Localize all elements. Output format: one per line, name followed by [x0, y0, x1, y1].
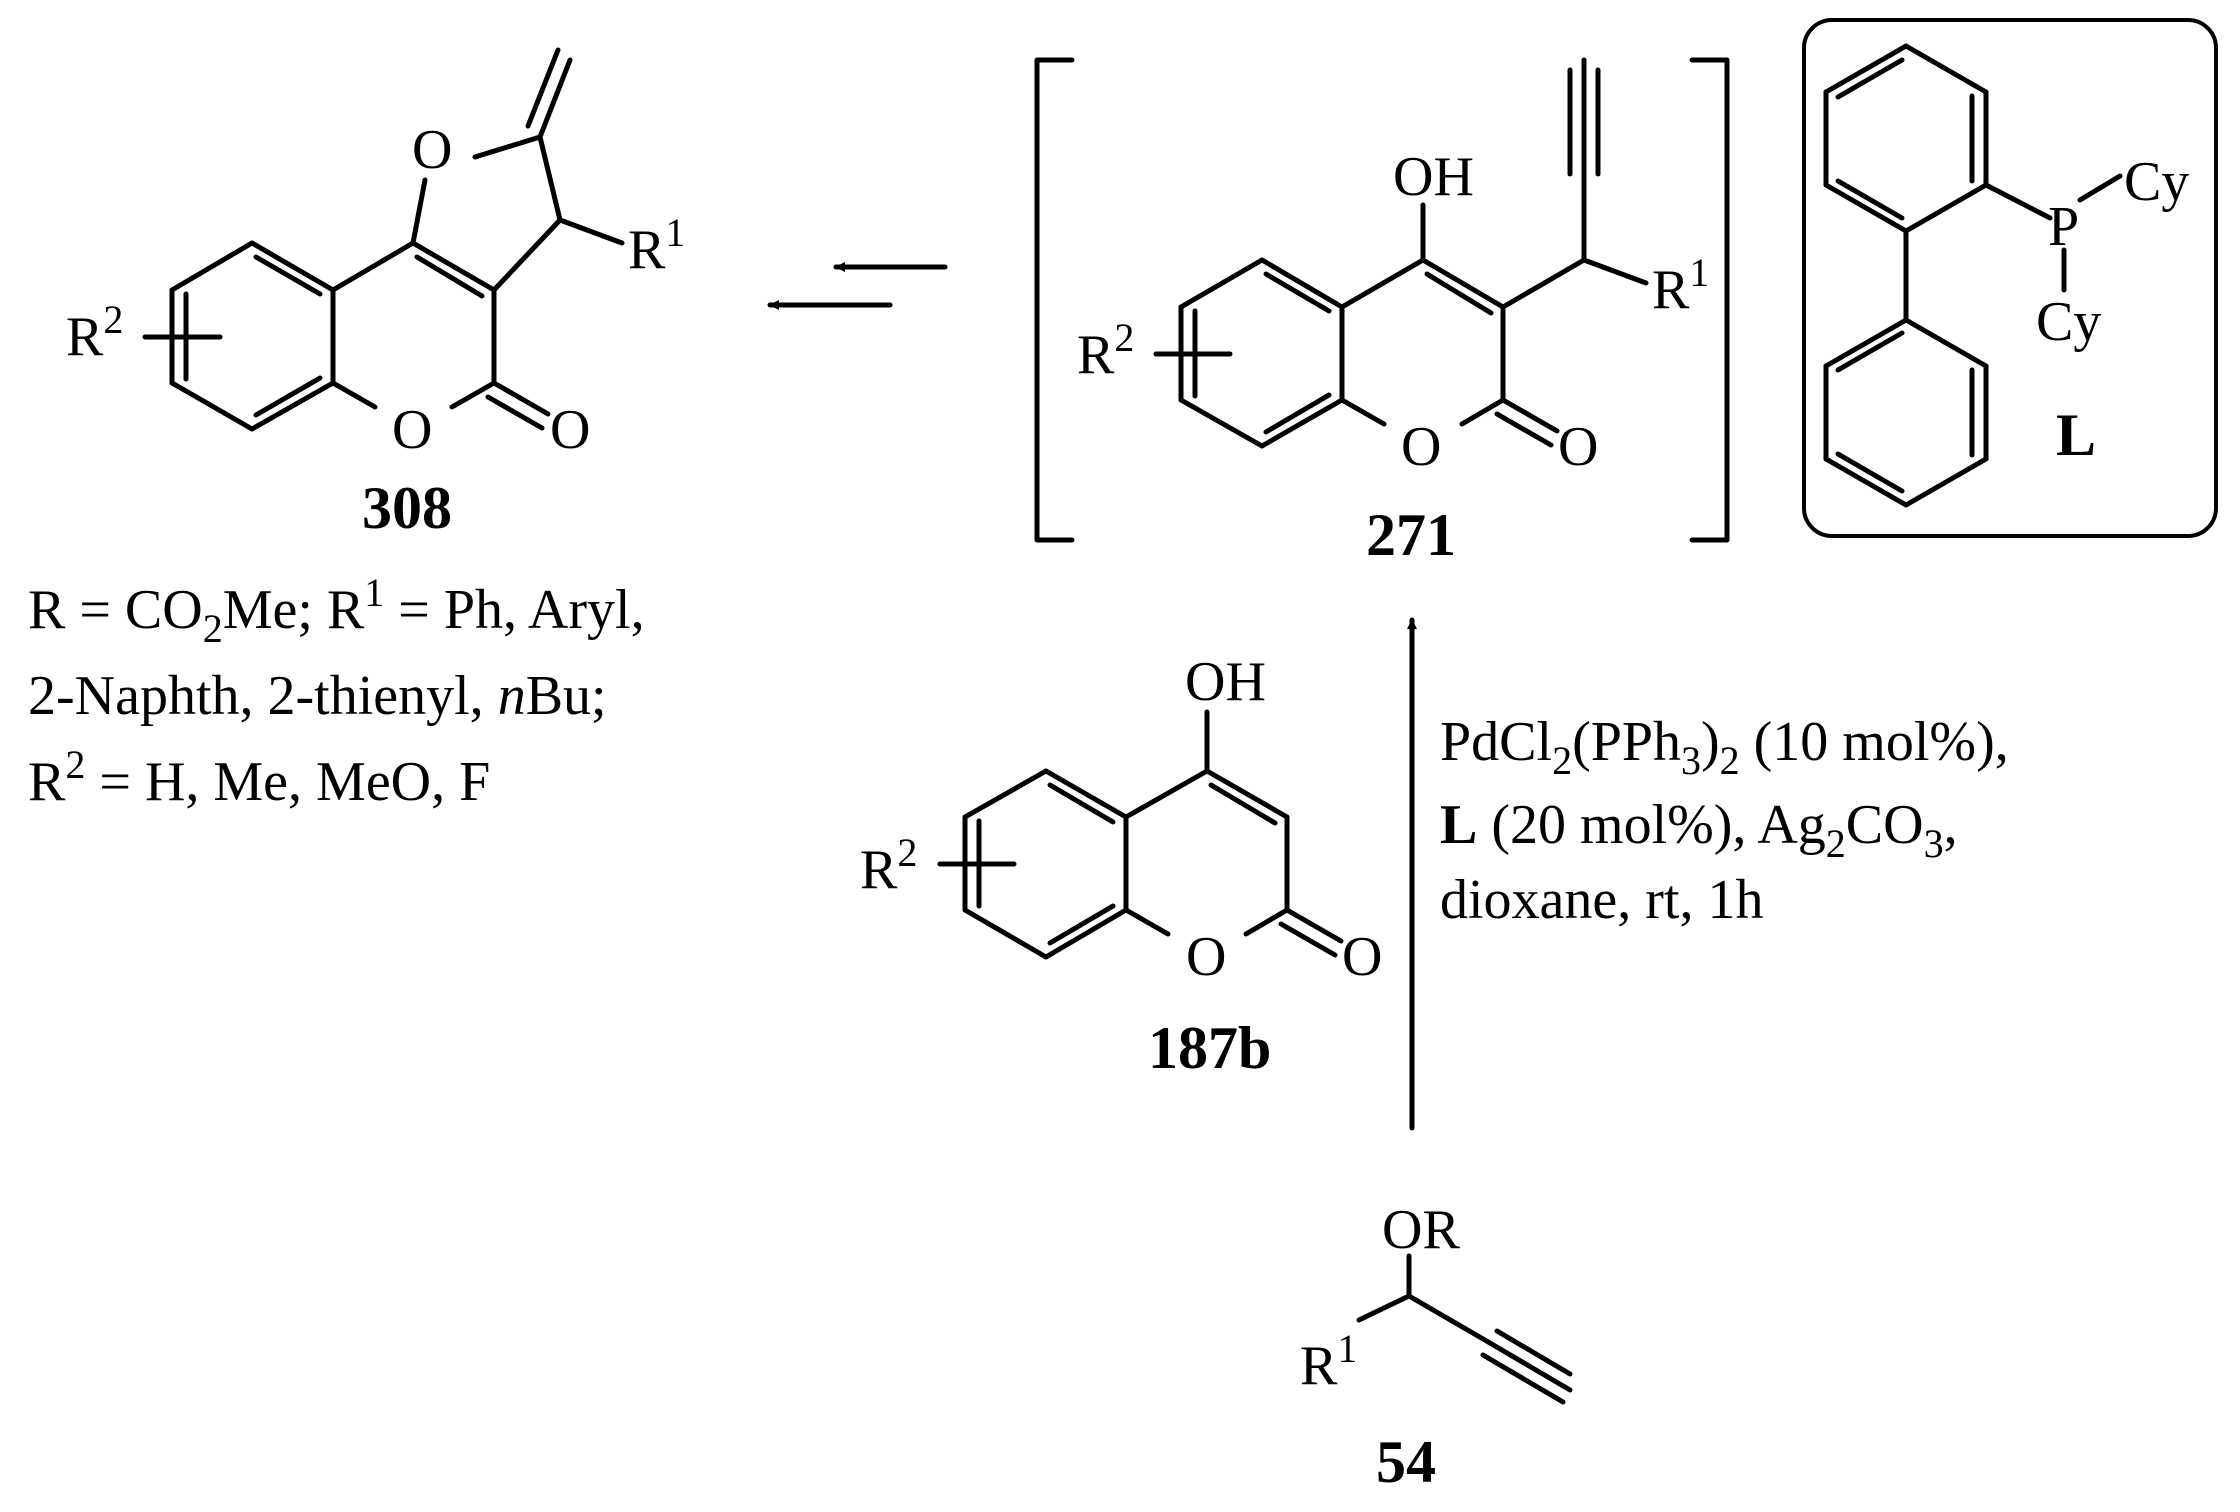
ligand-box-frame	[1802, 18, 2218, 538]
compound-271-o-ring: O	[1401, 416, 1441, 478]
compound-308-o-lactone: O	[392, 399, 432, 461]
compound-54-r1: R1	[1300, 1326, 1357, 1397]
bracket-left	[1034, 57, 1075, 543]
reaction-conditions: PdCl2(PPh3)2 (10 mol%), L (20 mol%), Ag2…	[1440, 711, 2009, 931]
compound-308-bonds	[142, 47, 625, 432]
conditions-line-2: L (20 mol%), Ag2CO3,	[1440, 794, 1958, 866]
compound-54: OR R1 54	[1300, 1199, 1573, 1495]
compound-271-bonds	[1153, 57, 1649, 449]
compound-271-r2: R2	[1077, 315, 1134, 386]
compound-187b: OH O O R2 187b	[860, 651, 1382, 1081]
compound-271-r1: R1	[1652, 250, 1709, 321]
ligand-p: P	[2048, 196, 2079, 258]
compound-54-label: 54	[1376, 1429, 1436, 1495]
conditions-line-1: PdCl2(PPh3)2 (10 mol%),	[1440, 711, 2009, 783]
ligand-bonds	[1823, 43, 2123, 508]
ligand-cy-2: Cy	[2036, 291, 2101, 353]
compound-187b-label: 187b	[1148, 1015, 1271, 1081]
compound-271-oh: OH	[1393, 146, 1474, 208]
ligand-label: L	[2056, 402, 2096, 468]
substituent-line-3: R2 = H, Me, MeO, F	[28, 742, 490, 813]
conditions-line-3: dioxane, rt, 1h	[1440, 869, 1763, 931]
compound-187b-oh: OH	[1185, 651, 1266, 713]
compound-187b-bonds	[937, 709, 1344, 960]
compound-271-label: 271	[1366, 502, 1456, 568]
substituent-definitions: R = CO2Me; R1 = Ph, Aryl, 2-Naphth, 2-th…	[28, 570, 645, 813]
compound-271: OH O O R2 R1 271	[1034, 57, 1730, 568]
compound-308-label: 308	[362, 475, 452, 541]
compound-187b-o-ring: O	[1186, 926, 1226, 988]
substituent-line-1: R = CO2Me; R1 = Ph, Aryl,	[28, 570, 645, 651]
compound-54-or: OR	[1382, 1199, 1460, 1261]
ligand-box: P Cy Cy L	[1802, 18, 2218, 538]
compound-308-o-carbonyl: O	[550, 399, 590, 461]
substituent-line-2: 2-Naphth, 2-thienyl, nBu;	[28, 665, 607, 727]
compound-308-r2: R2	[66, 297, 123, 368]
compound-308: O O O R2 R1 308	[66, 47, 685, 541]
ligand-cy-1: Cy	[2124, 151, 2189, 213]
compound-187b-r2: R2	[860, 830, 917, 901]
compound-271-o-carbonyl: O	[1558, 416, 1598, 478]
compound-54-bonds	[1356, 1253, 1573, 1405]
compound-308-o-furan: O	[412, 119, 452, 181]
bracket-right	[1689, 57, 1730, 543]
equilibrium-arrows	[767, 262, 948, 310]
compound-187b-o-carbonyl: O	[1342, 926, 1382, 988]
compound-308-r1: R1	[628, 210, 685, 281]
